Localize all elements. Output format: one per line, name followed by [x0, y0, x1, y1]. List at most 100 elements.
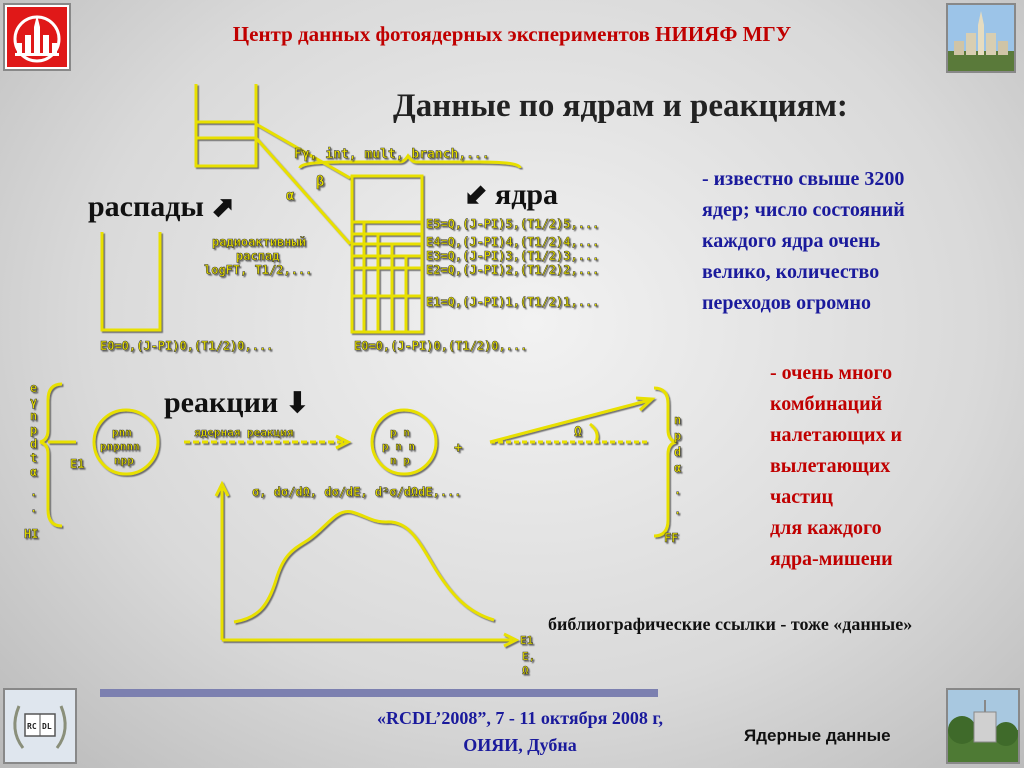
projectile: t — [30, 451, 37, 465]
references-note: библиографические ссылки - тоже «данные» — [548, 614, 913, 634]
note-reactions-line: - очень много — [770, 362, 893, 384]
projectile: e — [30, 381, 37, 395]
level-line: E1=Q,(J-PI)1,(T1/2)1,... — [426, 295, 599, 309]
logo-text: DL — [42, 722, 52, 731]
outgoing-particle: . — [674, 483, 681, 497]
note-nuclei: - известно свыше 3200 ядер; число состоя… — [702, 164, 905, 319]
msu-building-icon — [7, 7, 67, 67]
beta-label: β — [316, 174, 324, 190]
reaction-label: ядерная реакция — [194, 426, 293, 439]
header-title: Центр данных фотоядерных экспериментов Н… — [232, 22, 792, 46]
footer-conference: «RCDL’2008”, 7 - 11 октября 2008 г, ОИЯИ… — [300, 705, 740, 759]
label-reactions-text: реакции — [164, 386, 279, 419]
alpha-decay-arrow — [254, 137, 352, 245]
university-photo — [946, 3, 1016, 73]
axis-label: E1 — [520, 634, 534, 647]
plus-sign: + — [454, 440, 462, 456]
note-reactions-line: для каждого — [770, 517, 882, 539]
footer-line: «RCDL’2008”, 7 - 11 октября 2008 г, — [377, 708, 663, 728]
footer-bar — [100, 689, 658, 697]
decay-line: распад — [236, 249, 279, 263]
projectile: p — [30, 423, 37, 437]
cross-section-quantities: σ, dσ/dΩ, dσ/dE, d²σ/dΩdE,... — [252, 485, 462, 499]
cross-section-curve — [233, 510, 495, 624]
target-nucleus — [92, 408, 160, 476]
slide-topic: Ядерные данные — [744, 726, 891, 745]
ground-state-right: E0=0,(J-PI)0,(T1/2)0,... — [354, 339, 527, 353]
note-reactions-line: ядра-мишени — [770, 548, 893, 570]
energy-label: E1 — [70, 457, 84, 471]
projectile: . — [30, 485, 37, 499]
axis-label: Ω — [522, 664, 529, 677]
target-line: pnpnnn — [100, 440, 140, 453]
level-scheme-box — [350, 174, 424, 334]
ground-state-left: E0=0,(J-PI)0,(T1/2)0,... — [100, 339, 273, 353]
outgoing-particle: α — [674, 461, 681, 475]
parent-box — [194, 84, 258, 168]
projectile: d — [30, 437, 37, 451]
outgoing-particle: n — [674, 413, 681, 427]
outgoing-particle-arrow — [489, 398, 651, 444]
level-line: E2=Q,(J-PI)2,(T1/2)2,... — [426, 263, 599, 277]
level-line: E4=Q,(J-PI)4,(T1/2)4,... — [426, 235, 599, 249]
note-reactions-line: налетающих и — [770, 424, 903, 446]
note-nuclei-line: каждого ядра очень — [702, 230, 881, 252]
note-reactions: - очень много комбинаций налетающих и вы… — [770, 358, 902, 575]
building-photo-icon — [948, 690, 1018, 762]
outgoing-particle: FF — [664, 531, 678, 545]
arrow-down-icon: ⬇ — [285, 388, 310, 419]
daughter-box — [100, 232, 162, 332]
target-line: npp — [114, 454, 134, 467]
outgoing-particle: p — [674, 429, 681, 443]
slide-title: Данные по ядрам и реакциям: — [393, 88, 848, 124]
beta-decay-arrow — [255, 122, 351, 180]
projectile: α — [30, 465, 37, 479]
rcdl-logo: RC DL — [3, 688, 77, 764]
note-reactions-line: частиц — [770, 486, 834, 508]
alpha-label: α — [286, 188, 294, 204]
projectile-brace — [39, 382, 63, 528]
projectile: . — [30, 501, 37, 515]
axis-label: E, — [522, 650, 535, 663]
decay-line: радиоактивный — [212, 235, 306, 249]
arrow-down-left-icon: ⬋ — [464, 180, 488, 211]
msu-logo — [3, 3, 71, 71]
note-nuclei-line: переходов огромно — [702, 292, 872, 314]
gamma-brace — [298, 153, 522, 169]
product-line: n p — [390, 454, 410, 467]
label-nuclei: ⬋ ядра — [464, 178, 558, 212]
outgoing-brace — [653, 386, 677, 538]
arrow-up-right-icon: ⬈ — [211, 192, 235, 223]
tower-photo-icon — [948, 5, 1014, 71]
diagram-lines — [39, 84, 677, 648]
label-nuclei-text: ядра — [494, 178, 559, 211]
laurel-book-icon: RC DL — [13, 705, 67, 749]
omega-label: Ω — [574, 425, 582, 440]
level-line: E3=Q,(J-PI)3,(T1/2)3,... — [426, 249, 599, 263]
institute-photo — [946, 688, 1020, 764]
nuclear-data-diagram: Fγ, int, mult, branch,... α β радиоактив… — [24, 84, 682, 678]
note-nuclei-line: - известно свыше 3200 — [702, 168, 905, 190]
projectile: γ — [30, 395, 37, 409]
projectile: HI — [24, 527, 38, 541]
label-reactions: реакции ⬇ — [164, 386, 309, 420]
product-line: p n n — [382, 440, 415, 453]
projectile: n — [30, 409, 37, 423]
target-line: pnn — [112, 426, 132, 439]
product-nucleus — [370, 408, 438, 476]
decay-line: logFT, T1/2,... — [204, 263, 312, 277]
note-reactions-line: вылетающих — [770, 455, 891, 477]
outgoing-particle: . — [674, 503, 681, 517]
outgoing-particle: d — [674, 445, 681, 459]
gamma-properties: Fγ, int, mult, branch,... — [294, 147, 490, 162]
level-line: E5=Q,(J-PI)5,(T1/2)5,... — [426, 217, 599, 231]
label-decays: распады ⬈ — [88, 190, 235, 224]
logo-text: RC — [27, 722, 37, 731]
note-reactions-line: комбинаций — [770, 393, 883, 415]
footer-line: ОИЯИ, Дубна — [463, 735, 577, 755]
note-nuclei-line: ядер; число состояний — [702, 199, 905, 221]
note-nuclei-line: велико, количество — [702, 261, 880, 283]
product-line: p n — [390, 426, 410, 439]
diagram-text: Fγ, int, mult, branch,... α β радиоактив… — [24, 147, 682, 678]
label-decays-text: распады — [88, 190, 204, 223]
